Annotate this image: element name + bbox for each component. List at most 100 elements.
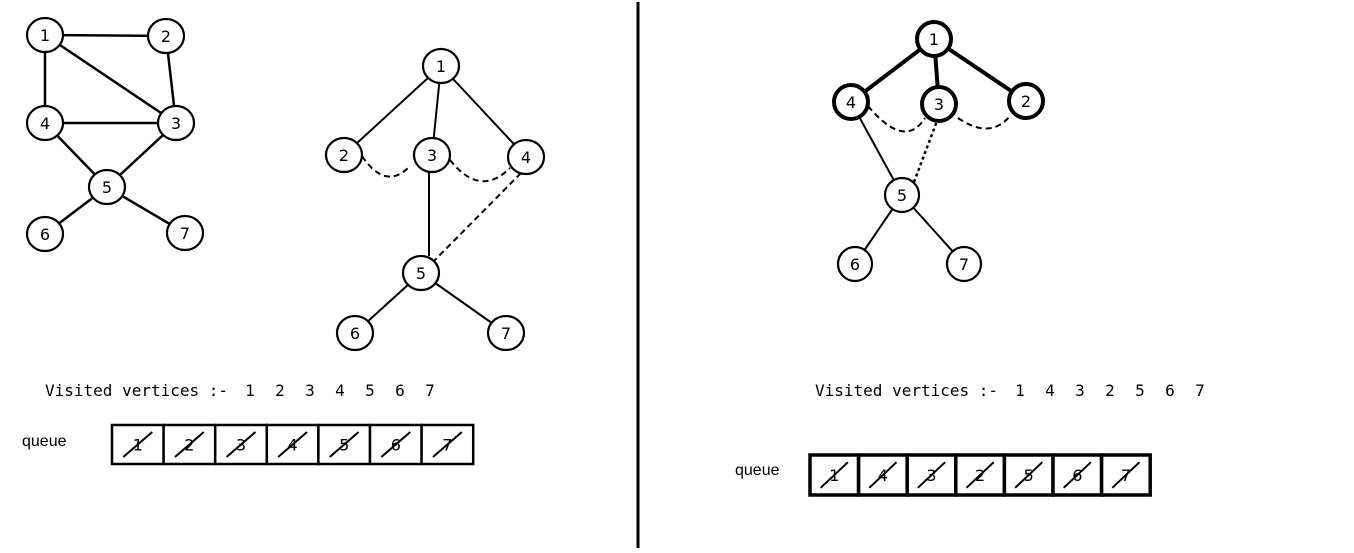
- right-visited-vertex: 3: [1075, 381, 1085, 400]
- right-queue-cell: 7: [1099, 453, 1152, 497]
- right-tree-node-circle: [920, 85, 958, 123]
- graph-node-circle: [87, 168, 127, 206]
- right-tree-node-label: 6: [850, 255, 860, 274]
- left-visited-vertex: 4: [335, 381, 345, 400]
- right-queue-strike: [1063, 461, 1092, 489]
- left-tree-node-3: 3: [412, 136, 452, 174]
- right-tree-node-label: 4: [846, 93, 856, 112]
- left-visited-label: Visited vertices :-: [45, 381, 228, 400]
- right-visited-vertex: 1: [1015, 381, 1025, 400]
- left-queue-strike: [122, 431, 153, 458]
- left-tree-node-5: 5: [401, 254, 441, 292]
- left-tree-node-circle: [401, 254, 441, 292]
- left-tree-edges: [343, 65, 527, 334]
- left-queue-cell: 4: [265, 423, 320, 466]
- left-tree-node-circle: [412, 136, 452, 174]
- right-visited-label: Visited vertices :-: [815, 381, 998, 400]
- left-visited-vertex: 2: [275, 381, 285, 400]
- cross-edge-5-3: [912, 120, 939, 183]
- left-tree-node-label: 1: [436, 57, 446, 76]
- left-queue-strike: [277, 431, 308, 458]
- tree-edge-1-4: [440, 65, 527, 158]
- left-tree-node-2: 2: [324, 136, 364, 174]
- left-tree-node-label: 2: [339, 146, 349, 165]
- left-tree-node-6: 6: [335, 314, 375, 352]
- right-queue-cell: 2: [954, 453, 1007, 497]
- right-tree-node-4: 4: [832, 83, 870, 121]
- right-visited-vertex: 6: [1165, 381, 1175, 400]
- tree-edge-1-2: [343, 65, 442, 156]
- graph-node-circle: [156, 104, 196, 142]
- right-queue-strike: [1014, 461, 1043, 489]
- graph-node-label: 4: [40, 114, 50, 133]
- graph-node-3: 3: [156, 104, 196, 142]
- graph-node-7: 7: [165, 214, 205, 252]
- right-queue-cell: 5: [1002, 453, 1055, 497]
- graph-node-label: 5: [102, 178, 112, 197]
- graph-node-circle: [165, 214, 205, 252]
- right-tree-node-label: 5: [897, 186, 907, 205]
- right-tree-node-circle: [832, 83, 870, 121]
- right-tree-node-2: 2: [1007, 82, 1045, 120]
- right-tree-node-circle: [1007, 82, 1045, 120]
- left-queue-cell: 3: [213, 423, 269, 466]
- left-tree-node-circle: [335, 314, 375, 352]
- right-queue-cell: 4: [856, 453, 909, 497]
- right-tree-edges: [849, 37, 1028, 265]
- right-queue-cell: 3: [905, 453, 958, 497]
- right-visited-vertex: 5: [1135, 381, 1145, 400]
- graph-edge-1-2: [44, 33, 167, 38]
- right-queue-strike: [1111, 461, 1141, 489]
- left-visited-vertex: 7: [425, 381, 435, 400]
- graph-node-label: 1: [40, 26, 50, 45]
- right-queue-cell: 6: [1051, 453, 1104, 497]
- left-tree-node-circle: [506, 138, 546, 176]
- left-tree-node-label: 5: [416, 264, 426, 283]
- left-visited-vertex: 1: [245, 381, 255, 400]
- right-visited-vertex: 7: [1195, 381, 1205, 400]
- right-visited-vertex: 4: [1045, 381, 1055, 400]
- left-tree-node-4: 4: [506, 138, 546, 176]
- right-queue-strike: [917, 461, 946, 489]
- left-queue-label: queue: [22, 433, 67, 450]
- graph-node-label: 3: [171, 114, 181, 133]
- left-tree-node-label: 3: [427, 146, 437, 165]
- cross-edge-4-3: [867, 105, 926, 133]
- left-queue-strike: [225, 431, 257, 458]
- right-tree-node-label: 2: [1021, 92, 1031, 111]
- left-tree-node-label: 7: [501, 324, 511, 343]
- right-tree-node-label: 1: [929, 30, 939, 49]
- right-queue-cell-box: [1002, 453, 1055, 497]
- right-tree-node-label: 7: [959, 255, 969, 274]
- graph-node-5: 5: [87, 168, 127, 206]
- right-tree-node-circle: [915, 20, 953, 58]
- left-visited-vertex: 6: [395, 381, 405, 400]
- right-queue-strike: [820, 461, 849, 489]
- graph-node-6: 6: [25, 215, 65, 253]
- left-queue-strike: [380, 431, 411, 458]
- left-queue-strike: [432, 431, 463, 458]
- graph-node-circle: [25, 16, 65, 54]
- cross-edge-3-2: [957, 115, 1011, 130]
- graph-node-4: 4: [25, 104, 65, 142]
- left-queue-cell: 7: [420, 423, 475, 466]
- right-tree-node-6: 6: [836, 245, 874, 283]
- right-queue-strike: [965, 461, 995, 489]
- left-visited-vertex: 5: [365, 381, 375, 400]
- graph-node-label: 2: [161, 27, 171, 46]
- graph-edge-1-3: [44, 33, 177, 125]
- left-queue-strike: [174, 431, 205, 458]
- left-queue-cell: 2: [162, 423, 217, 466]
- cross-edge-2-3: [361, 155, 409, 178]
- right-queue-cell: 1: [808, 453, 861, 497]
- right-tree-node-3: 3: [920, 85, 958, 123]
- right-tree-node-circle: [883, 176, 921, 214]
- cross-edge-4-5: [431, 172, 522, 264]
- left-tree-node-label: 6: [350, 324, 360, 343]
- left-tree-node-circle: [324, 136, 364, 174]
